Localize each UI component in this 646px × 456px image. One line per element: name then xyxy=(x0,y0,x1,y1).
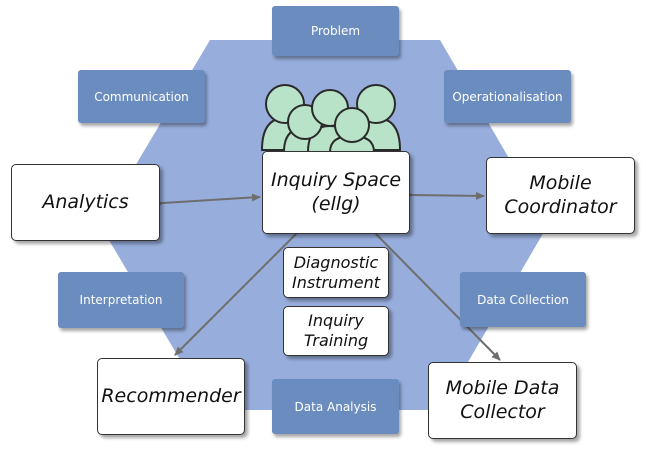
arrow-analytics-inquiry xyxy=(154,193,261,208)
phase-data-analysis: Data Analysis xyxy=(272,379,399,434)
arrow-inquiry-datacollector xyxy=(367,225,501,361)
recommender-box: Recommender xyxy=(97,358,245,435)
mobile-coordinator-box: Mobile Coordinator xyxy=(486,157,635,234)
phase-problem: Problem xyxy=(272,6,399,56)
arrow-inquiry-coordinator xyxy=(404,190,485,200)
diagnostic-instrument-box: Diagnostic Instrument xyxy=(283,247,389,298)
mobile-data-collector-box: Mobile Data Collector xyxy=(428,362,577,439)
inquiry-space-box: Inquiry Space (ellg) xyxy=(262,151,410,234)
users-group-icon xyxy=(260,84,402,153)
phase-operationalisation: Operationalisation xyxy=(444,70,571,123)
phase-communication: Communication xyxy=(78,70,205,123)
inquiry-training-box: Inquiry Training xyxy=(283,306,389,356)
phase-interpretation: Interpretation xyxy=(58,272,184,328)
analytics-box: Analytics xyxy=(11,164,160,241)
phase-data-collection: Data Collection xyxy=(460,272,586,327)
arrow-inquiry-recommender xyxy=(174,225,305,356)
